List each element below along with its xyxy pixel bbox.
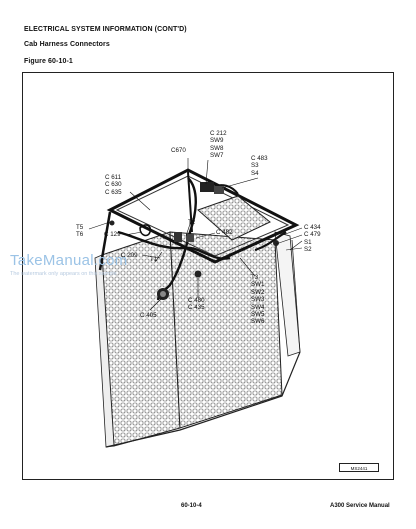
callout-s1: S1 [304,238,312,246]
callout-sw8: SW8 [210,144,224,152]
callout-c611: C 611 [105,174,122,181]
callout-c630: C 630 [105,181,122,189]
callout-t1: T1 [150,256,158,263]
callout-c129: C 129 [104,231,121,238]
callout-sw4: SW4 [251,303,265,311]
callout-c611-group: C 611 C 630 C 635 [105,174,122,196]
callout-sw3: SW3 [251,296,265,304]
callout-c434-group: C 434 C 479 S1 S2 [304,224,321,254]
page-number: 60-10-4 [181,503,202,509]
callout-t5: T5 [76,224,84,231]
callout-c480: C 480 [188,297,205,304]
callout-c212-group: C 212 SW9 SW8 SW7 [210,130,227,160]
callout-sw2: SW2 [251,288,265,296]
callout-sw9: SW9 [210,137,224,145]
callout-c483: C 483 [251,155,268,162]
callout-c635: C 635 [105,188,122,196]
callout-c405: C 405 [140,312,157,319]
watermark-notice: The watermark only appears on this sampl… [10,271,117,277]
callout-c670: C670 [171,147,186,154]
callout-sw6: SW6 [251,318,265,326]
figure-code: MS2441 [339,463,379,472]
callout-s3: S3 [251,162,259,170]
manual-title: A300 Service Manual [330,503,390,509]
callout-sw1: SW1 [251,281,265,289]
watermark-logo: TakeManual.com [10,252,128,269]
callout-c435: C 435 [188,304,205,312]
callout-sw5: SW5 [251,311,265,319]
callout-s2: S2 [304,246,312,254]
section-title: ELECTRICAL SYSTEM INFORMATION (CONT'D) [24,26,187,33]
callout-t6: T6 [76,231,84,239]
callout-sw7: SW7 [210,152,224,160]
callout-c212: C 212 [210,130,227,137]
callout-c483-group: C 483 S3 S4 [251,155,268,177]
callout-t2: T2 [188,219,196,226]
figure-frame [22,72,394,480]
callout-c480-group: C 480 C 435 [188,297,205,312]
callout-t3: T3 [251,274,259,281]
callout-t5-group: T5 T6 [76,224,83,239]
callout-c479: C 479 [304,231,321,239]
callout-c482: C 482 [216,229,233,236]
callout-c209: C 209 [121,252,138,259]
subtitle: Cab Harness Connectors [24,41,110,48]
callout-s4: S4 [251,169,259,177]
callout-t3-group: T3 SW1 SW2 SW3 SW4 SW5 SW6 [251,274,264,326]
callout-c434: C 434 [304,224,321,231]
figure-label: Figure 60-10-1 [24,58,73,65]
